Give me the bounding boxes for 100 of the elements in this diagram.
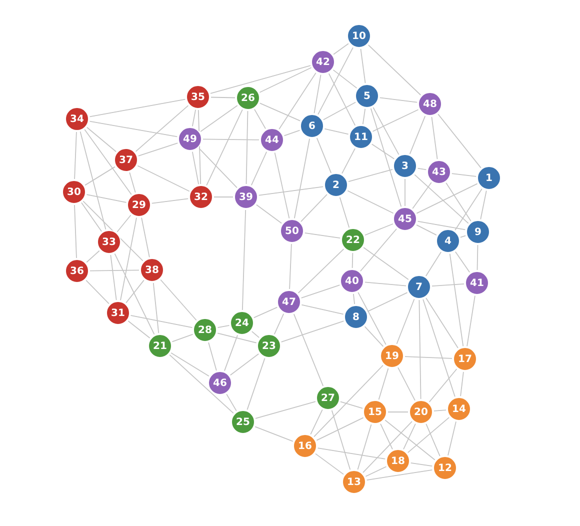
graph-node: 32 (189, 185, 213, 209)
connector-line (300, 284, 340, 298)
connector-line (449, 253, 464, 347)
connector-line (314, 364, 384, 438)
connector-line (86, 194, 127, 203)
connector-line (363, 247, 409, 280)
graph-node: 29 (127, 193, 151, 217)
connector-line (301, 304, 344, 315)
graph-node: 47 (277, 290, 301, 314)
connector-line (110, 254, 117, 301)
connector-line (120, 217, 137, 301)
connector-line (418, 300, 422, 400)
connector-line (380, 423, 393, 450)
connector-line (454, 188, 482, 231)
graph-node: 1 (477, 166, 501, 190)
connector-line (372, 106, 400, 156)
connector-line (426, 424, 440, 456)
connector-line (414, 174, 469, 224)
connector-line (360, 48, 366, 84)
connector-line (426, 298, 458, 348)
connector-line (86, 280, 110, 304)
connector-line (137, 165, 190, 192)
connector-line (141, 217, 150, 258)
graph-node: 17 (453, 347, 477, 371)
graph-node: 41 (465, 271, 489, 295)
connector-line (364, 223, 394, 236)
connector-line (314, 74, 322, 114)
graph-node: 46 (208, 371, 232, 395)
connector-line (454, 251, 470, 273)
graph-node: 9 (466, 220, 490, 244)
graph-node: 13 (342, 470, 366, 494)
connector-line (366, 470, 433, 480)
connector-line (80, 131, 106, 230)
connector-line (210, 65, 311, 94)
graph-node: 43 (427, 160, 451, 184)
graph-node: 36 (65, 259, 89, 283)
graph-node: 16 (293, 434, 317, 458)
graph-node: 26 (236, 86, 260, 110)
connector-line (298, 248, 344, 294)
graph-node: 39 (234, 185, 258, 209)
connector-line (396, 298, 415, 344)
connector-line (403, 423, 416, 450)
connector-line (210, 96, 236, 98)
connector-line (352, 252, 354, 268)
graph-node: 38 (140, 258, 164, 282)
connector-line (371, 144, 395, 160)
connector-line (316, 417, 364, 441)
connector-line (417, 220, 466, 230)
connector-line (466, 295, 476, 347)
graph-node: 4 (436, 229, 460, 253)
connector-line (84, 166, 116, 186)
connector-line (372, 109, 419, 132)
graph-node: 45 (393, 207, 417, 231)
connector-line (404, 178, 406, 206)
connector-line (434, 410, 446, 412)
connector-line (304, 232, 341, 239)
graph-node: 22 (341, 228, 365, 252)
graph-node: 21 (148, 334, 172, 358)
graph-node: 33 (97, 230, 121, 254)
connector-line (318, 47, 354, 115)
connector-line (339, 196, 350, 228)
connector-line (126, 280, 144, 304)
connector-line (89, 98, 186, 118)
graph-node: 23 (257, 334, 281, 358)
connector-line (284, 130, 300, 136)
connector-line (259, 102, 301, 122)
connector-line (362, 108, 366, 125)
graph-node: 27 (316, 386, 340, 410)
graph-node: 48 (418, 92, 442, 116)
connector-line (217, 324, 230, 328)
connector-line (128, 320, 150, 338)
connector-line (409, 116, 426, 154)
graph-node: 24 (230, 311, 254, 335)
connector-line (206, 109, 243, 186)
graph-node: 3 (393, 154, 417, 178)
connector-line (208, 342, 217, 371)
connector-line (410, 462, 433, 467)
graph-node: 34 (65, 107, 89, 131)
graph-node: 42 (311, 50, 335, 74)
connector-line (259, 67, 312, 93)
connector-line (315, 453, 344, 475)
graph-node: 7 (407, 275, 431, 299)
connector-line (331, 410, 351, 470)
connector-line (384, 420, 436, 460)
connector-line (412, 182, 432, 209)
graph-node: 40 (340, 269, 364, 293)
connector-line (280, 320, 344, 342)
connector-line (74, 132, 77, 180)
connector-line (347, 190, 394, 214)
connector-line (114, 253, 155, 335)
connector-line (274, 313, 284, 335)
connector-line (254, 108, 266, 130)
graph-node: 2 (324, 173, 348, 197)
connector-line (274, 152, 290, 219)
connector-line (74, 204, 77, 258)
graph-node: 30 (62, 180, 86, 204)
connector-line (90, 270, 140, 272)
connector-line (328, 73, 356, 126)
connector-line (365, 466, 387, 477)
connector-line (255, 401, 316, 419)
